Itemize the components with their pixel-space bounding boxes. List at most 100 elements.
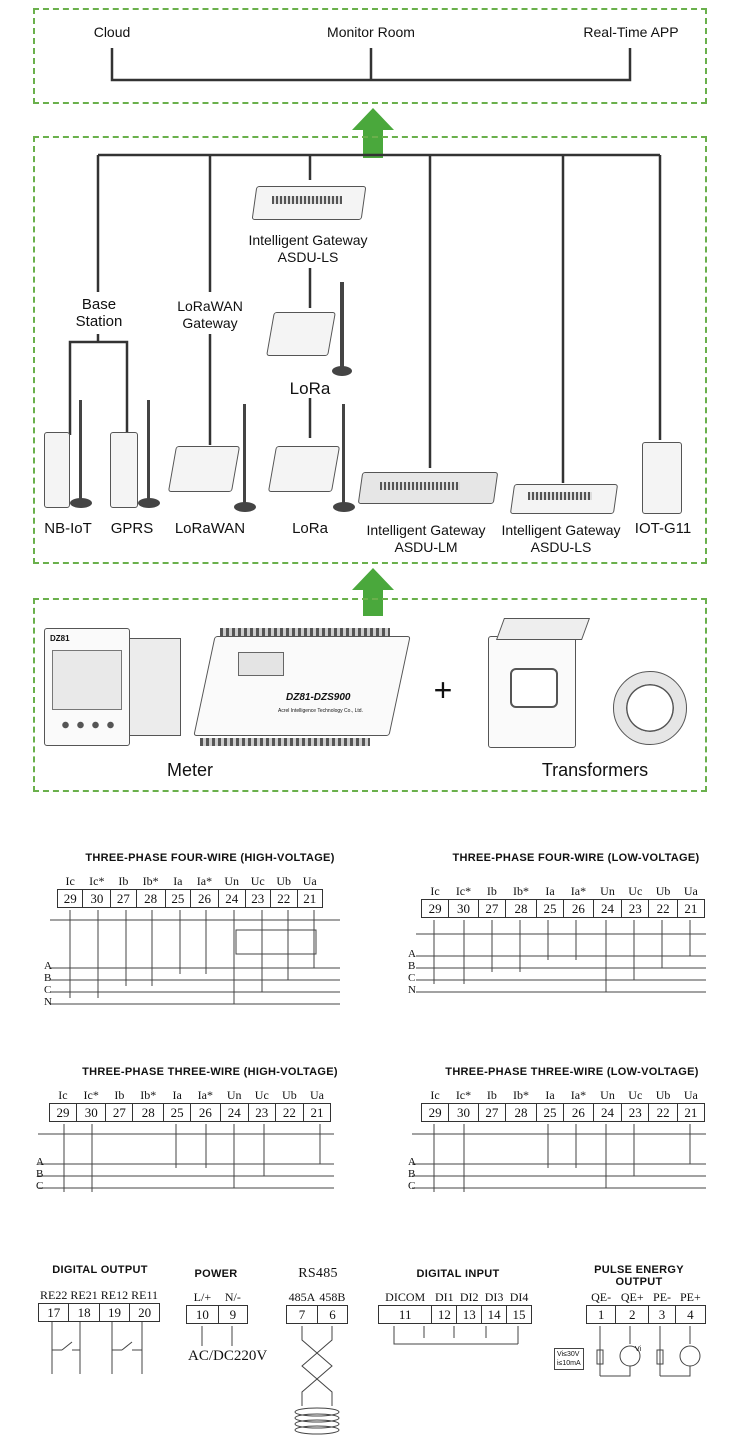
pulse-vi-label: Vi	[635, 1346, 642, 1353]
terminal-number: 28	[132, 1103, 165, 1122]
terminal-number: 28	[504, 1103, 537, 1122]
nbiot-label: NB-IoT	[44, 520, 92, 537]
power-title: POWER	[194, 1268, 238, 1280]
terminal-number: 30	[448, 1103, 479, 1122]
terminal-number: 12	[431, 1305, 458, 1324]
terminal-number: 25	[535, 899, 565, 918]
wiring-title-3wire-hv: THREE-PHASE THREE-WIRE (HIGH-VOLTAGE)	[82, 1066, 338, 1078]
digital-input-title: DIGITAL INPUT	[416, 1268, 500, 1280]
terminal-number: 27	[477, 1103, 506, 1122]
rail-meter-device	[193, 636, 411, 736]
antenna-base-icon	[332, 366, 352, 376]
terminal-header: Ic*	[455, 1088, 472, 1102]
terminal-number: 23	[244, 889, 271, 908]
terminal-header: RE12	[100, 1288, 129, 1302]
lora-label: LoRa	[292, 520, 328, 537]
rail-meter-terminals	[200, 738, 370, 746]
antenna-base-icon	[138, 498, 160, 508]
terminal-header: Ia	[545, 1088, 555, 1102]
pulse-energy-output-title: PULSE ENERGY OUTPUT	[594, 1264, 684, 1288]
meter-label: Meter	[166, 760, 213, 780]
panel-meter-screen	[52, 650, 122, 710]
digital-input-wiring	[393, 1326, 519, 1345]
base-station-label: Base Station	[75, 296, 123, 330]
rail-meter-terminals	[220, 628, 390, 636]
current-transformer-window	[510, 668, 558, 708]
rail-meter-company: Acrel Intelligence Technology Co., Ltd.	[278, 708, 363, 714]
terminal-number: 18	[68, 1303, 100, 1322]
upload-arrow-icon	[352, 108, 394, 158]
power-rating-note: AC/DC220V	[188, 1348, 268, 1364]
terminal-number: 1	[585, 1305, 617, 1324]
lorawan-label: LoRaWAN	[174, 520, 246, 537]
terminal-number: 25	[535, 1103, 565, 1122]
terminal-header: Ia*	[570, 1088, 587, 1102]
terminal-number: 24	[217, 889, 246, 908]
phase-label-c: C	[36, 1180, 44, 1192]
terminal-header: Ia	[172, 1088, 182, 1102]
transformers-label: Transformers	[541, 760, 649, 780]
terminal-header: Ia	[173, 874, 183, 888]
terminal-header: 458B	[319, 1290, 346, 1304]
terminal-header: Ic*	[455, 884, 472, 898]
terminal-header: N/-	[224, 1290, 241, 1304]
terminal-header: DICOM	[385, 1290, 426, 1304]
terminal-header: Ia*	[570, 884, 587, 898]
wiring-lines-4wire-lv	[416, 920, 706, 993]
rail-meter-screen	[238, 652, 284, 676]
terminal-number: 29	[49, 1103, 77, 1122]
phase-label-n: N	[408, 984, 416, 996]
terminal-number: 22	[648, 1103, 678, 1122]
terminal-header: Ub	[276, 874, 292, 888]
phase-label-c: C	[408, 972, 416, 984]
terminal-number: 2	[615, 1305, 650, 1324]
terminal-number: 21	[676, 899, 706, 918]
panel-meter-body	[130, 638, 181, 736]
terminal-header: Ic	[430, 884, 440, 898]
terminal-number: 4	[674, 1305, 707, 1324]
terminal-number: 28	[135, 889, 166, 908]
terminal-header: Uc	[254, 1088, 269, 1102]
terminal-header: DI2	[459, 1290, 479, 1304]
phase-label-c: C	[44, 984, 52, 996]
pulse-energy-wiring	[596, 1326, 701, 1377]
terminal-number: 25	[164, 889, 192, 908]
rs485-twisted-pair	[294, 1326, 340, 1435]
current-transformer-top	[495, 618, 591, 640]
terminal-header: Uc	[628, 1088, 643, 1102]
terminal-number: 24	[219, 1103, 249, 1122]
lora-mid-label: LoRa	[289, 379, 331, 398]
upload-arrow-icon	[352, 568, 394, 616]
terminal-header: Ib*	[142, 874, 159, 888]
terminal-header: RE21	[70, 1288, 98, 1302]
cloud-label: Cloud	[93, 24, 131, 40]
rs485-title: RS485	[298, 1266, 338, 1281]
terminal-number: 23	[621, 899, 650, 918]
terminal-header: DI4	[509, 1290, 529, 1304]
terminal-number: 23	[621, 1103, 650, 1122]
terminal-header: L/+	[193, 1290, 212, 1304]
terminal-number: 26	[190, 1103, 221, 1122]
lorawan-gateway-label: LoRaWAN Gateway	[177, 298, 243, 331]
antenna-base-icon	[333, 502, 355, 512]
terminal-number: 3	[648, 1305, 676, 1324]
terminal-header: PE-	[653, 1290, 672, 1304]
terminal-header: Ub	[655, 1088, 671, 1102]
terminal-number: 29	[420, 899, 450, 918]
terminal-header: Uc	[628, 884, 643, 898]
network-lines	[68, 153, 662, 483]
rail-meter-model: DZ81-DZS900	[286, 692, 351, 703]
wiring-lines-3wire-lv	[412, 1124, 706, 1192]
antenna-base-icon	[234, 502, 256, 512]
terminal-header: Ia*	[197, 1088, 213, 1102]
terminal-header: Un	[600, 884, 615, 898]
power-wiring	[201, 1326, 233, 1346]
terminal-number: 21	[296, 889, 324, 908]
wiring-lines-3wire-hv	[38, 1124, 334, 1192]
terminal-number: 25	[163, 1103, 192, 1122]
terminal-header: Ub	[282, 1088, 297, 1102]
antenna-icon	[243, 404, 246, 504]
terminal-number: 26	[190, 889, 219, 908]
